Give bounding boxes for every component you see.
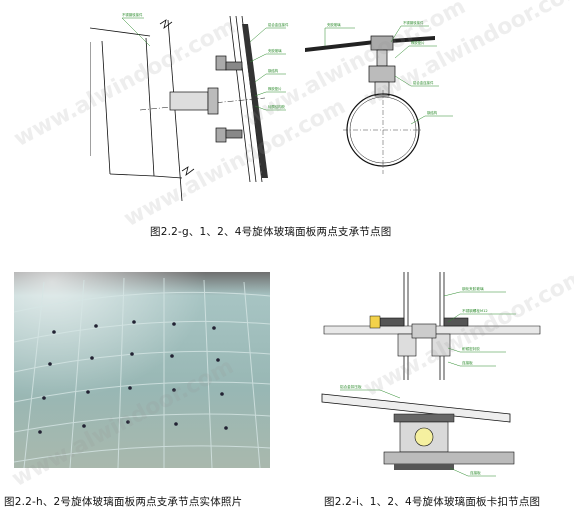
figure-g-caption: 图2.2-g、1、2、4号旋体玻璃面板两点支承节点图 — [150, 226, 392, 238]
svg-text:钢化夹胶玻璃: 钢化夹胶玻璃 — [462, 286, 484, 291]
figure-i-drawing: 钢化夹胶玻璃 不锈钢螺栓M12 耐候密封胶 连接板 铝合金扣压板 连接板 — [321, 272, 541, 477]
svg-text:连接板: 连接板 — [470, 470, 481, 475]
svg-text:钢结构: 钢结构 — [427, 110, 438, 115]
svg-text:不锈钢驳接件: 不锈钢驳接件 — [403, 20, 424, 25]
figure-h-photo — [14, 272, 270, 468]
figure-h-caption: 图2.2-h、2号旋体玻璃面板两点支承节点实体照片 — [4, 496, 243, 508]
svg-text:铝合金扣压板: 铝合金扣压板 — [340, 384, 362, 389]
svg-text:夹胶玻璃: 夹胶玻璃 — [327, 22, 341, 27]
svg-text:耐候密封胶: 耐候密封胶 — [462, 346, 480, 351]
svg-text:硅酮结构胶: 硅酮结构胶 — [268, 104, 286, 109]
svg-text:橡胶垫片: 橡胶垫片 — [268, 86, 282, 91]
svg-text:橡胶垫片: 橡胶垫片 — [411, 40, 425, 45]
figure-g-left-drawing: 不锈钢驳接件 铝合金连接件 夹胶玻璃 钢结构 橡胶垫片 硅酮结构胶 — [90, 12, 289, 202]
svg-text:夹胶玻璃: 夹胶玻璃 — [268, 48, 282, 53]
svg-text:钢结构: 钢结构 — [268, 68, 279, 73]
svg-text:铝合金连接件: 铝合金连接件 — [413, 80, 434, 85]
svg-text:连接板: 连接板 — [462, 360, 473, 365]
figure-i-caption: 图2.2-i、1、2、4号旋体玻璃面板卡扣节点图 — [324, 496, 541, 508]
svg-text:不锈钢驳接件: 不锈钢驳接件 — [122, 12, 143, 17]
svg-text:不锈钢螺栓M12: 不锈钢螺栓M12 — [462, 308, 488, 313]
svg-text:铝合金连接件: 铝合金连接件 — [268, 22, 289, 27]
figure-g-right-drawing: 夹胶玻璃 不锈钢驳接件 橡胶垫片 铝合金连接件 钢结构 — [305, 20, 453, 174]
